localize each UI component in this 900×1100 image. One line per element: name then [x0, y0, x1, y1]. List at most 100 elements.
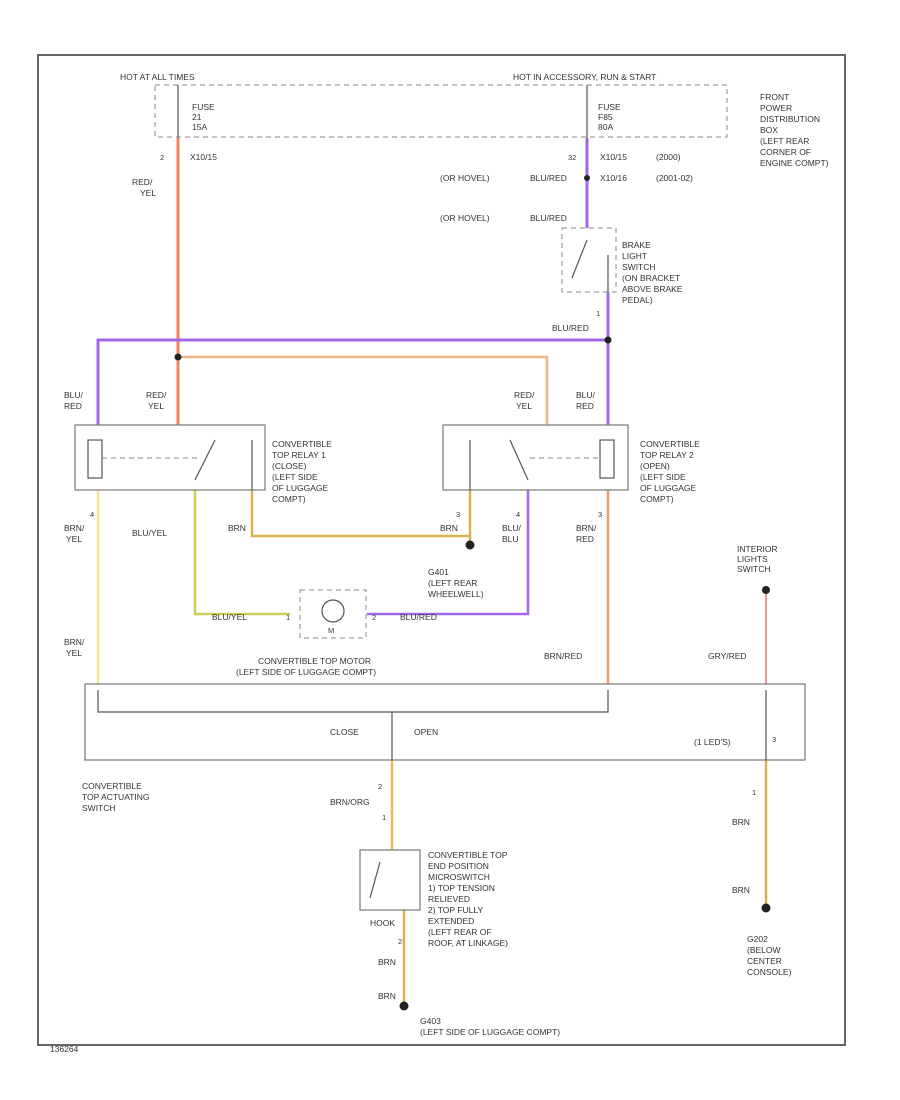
label-blu-red-1: BLU/RED — [530, 173, 567, 183]
label-fuse-left-2: 21 — [192, 112, 202, 122]
microswitch-contact — [369, 861, 381, 899]
label-pdb-line: ENGINE COMPT) — [760, 158, 829, 168]
label-relay-2-line: (LEFT SIDE — [640, 472, 686, 482]
label-fuse-right-1: FUSE — [598, 102, 621, 112]
label-brn-red-b: BRN/RED — [544, 651, 582, 661]
brake-light-switch-box — [561, 227, 617, 293]
label-g401-line: (LEFT REAR — [428, 578, 477, 588]
label-pin-2b: 2 — [378, 782, 382, 791]
label-open: OPEN — [414, 727, 438, 737]
label-gry-red: GRY/RED — [708, 651, 747, 661]
label-pin-1c: 1 — [752, 788, 756, 797]
relay-1-box — [74, 424, 266, 491]
label-footer: 136264 — [50, 1044, 79, 1054]
label-pdb-line: DISTRIBUTION — [760, 114, 820, 124]
label-red-yel-left-1: RED/ — [146, 390, 167, 400]
label-hot-top: HOT AT ALL TIMES — [120, 72, 195, 82]
label-relay-1-line: COMPT) — [272, 494, 306, 504]
wire-blu-red-cross — [96, 338, 608, 425]
label-brake-switch-line: SWITCH — [622, 262, 656, 272]
label-blu-red-right-1: BLU/ — [576, 390, 596, 400]
label-blu-b2: BLU — [502, 534, 519, 544]
label-fuse-left-3: 15A — [192, 122, 207, 132]
ground-g202 — [761, 903, 771, 913]
label-relay-1-line: CONVERTIBLE — [272, 439, 332, 449]
label-blu-red-right-2: RED — [576, 401, 594, 411]
label-x-right-2: X10/16 — [600, 173, 627, 183]
label-relay-1-line: OF LUGGAGE — [272, 483, 329, 493]
label-year-2: (2001-02) — [656, 173, 693, 183]
ground-g403 — [399, 1001, 409, 1011]
label-brn-red-a2: RED — [576, 534, 594, 544]
label-fuse-right-2: F85 — [598, 112, 613, 122]
actuating-switch-box — [84, 683, 806, 761]
label-blu-red-left-1: BLU/ — [64, 390, 84, 400]
label-x-right-1: X10/15 — [600, 152, 627, 162]
label-blu-yel-a: BLU/YEL — [132, 528, 167, 538]
motor-box — [299, 589, 367, 639]
label-red-yel-right-1: RED/ — [514, 390, 535, 400]
label-pin-3a: 3 — [456, 510, 460, 519]
label-g401-line: WHEELWELL) — [428, 589, 484, 599]
interior-switch-node — [762, 586, 770, 594]
label-pin-2c: 2 — [398, 937, 402, 946]
label-pdb-line: (LEFT REAR — [760, 136, 809, 146]
label-g202-line: G202 — [747, 934, 768, 944]
label-g403-line: (LEFT SIDE OF LUGGAGE COMPT) — [420, 1027, 560, 1037]
splice-blu-red-2 — [584, 175, 590, 181]
label-pdb-line: BOX — [760, 125, 778, 135]
label-interior-switch-line: INTERIOR — [737, 544, 778, 554]
label-g202-line: CONSOLE) — [747, 967, 792, 977]
label-brn-yel-b1: BRN/ — [64, 637, 85, 647]
label-motor-pin-r: 2 — [372, 613, 376, 622]
label-microswitch-line: 1) TOP TENSION — [428, 883, 495, 893]
label-g401-line: G401 — [428, 567, 449, 577]
label-brake-switch-line: BRAKE — [622, 240, 651, 250]
label-brn-org: BRN/ORG — [330, 797, 370, 807]
label-pin-2: 2 — [160, 153, 164, 162]
label-wire-red-yel-1: RED/ — [132, 177, 153, 187]
label-relay-1-line: TOP RELAY 1 — [272, 450, 326, 460]
wire-brn-g401-a — [250, 490, 470, 538]
wire-blu-yel — [193, 490, 290, 616]
label-g403: G403(LEFT SIDE OF LUGGAGE COMPT) — [420, 1016, 560, 1037]
relay-2-contact — [509, 439, 529, 481]
label-relay-2-line: CONVERTIBLE — [640, 439, 700, 449]
label-wire-red-yel-2: YEL — [140, 188, 156, 198]
wire-red-yel-cross — [178, 355, 549, 425]
microswitch-box — [359, 849, 421, 911]
label-pdb-line: CORNER OF — [760, 147, 811, 157]
motor-symbol — [321, 599, 345, 623]
label-pdb-line: POWER — [760, 103, 792, 113]
relay-1-contact — [194, 439, 216, 481]
label-relay-2-line: TOP RELAY 2 — [640, 450, 694, 460]
label-relay-2-line: COMPT) — [640, 494, 674, 504]
power-distribution-box — [154, 84, 728, 138]
label-blu-b1: BLU/ — [502, 523, 522, 533]
label-motor-1: CONVERTIBLE TOP MOTOR — [258, 656, 371, 666]
label-fuse-right-3: 80A — [598, 122, 613, 132]
label-hot-run: HOT IN ACCESSORY, RUN & START — [513, 72, 656, 82]
label-pin-1b: 1 — [382, 813, 386, 822]
label-motor-2: (LEFT SIDE OF LUGGAGE COMPT) — [236, 667, 376, 677]
label-g403-line: G403 — [420, 1016, 441, 1026]
label-pin-3c: 3 — [772, 735, 776, 744]
label-pin-3b: 3 — [598, 510, 602, 519]
label-pin-1: 1 — [596, 309, 600, 318]
label-brn-e: BRN — [378, 957, 396, 967]
label-fuse-left-1: FUSE — [192, 102, 215, 112]
label-close: CLOSE — [330, 727, 359, 737]
label-year-1: (2000) — [656, 152, 681, 162]
label-relay-1-line: (CLOSE) — [272, 461, 307, 471]
label-red-yel-right-2: YEL — [516, 401, 532, 411]
label-relay-2-line: (OPEN) — [640, 461, 670, 471]
label-brake-switch-line: LIGHT — [622, 251, 647, 261]
label-hook: HOOK — [370, 918, 395, 928]
label-g202-line: (BELOW — [747, 945, 781, 955]
label-brn-a: BRN — [228, 523, 246, 533]
